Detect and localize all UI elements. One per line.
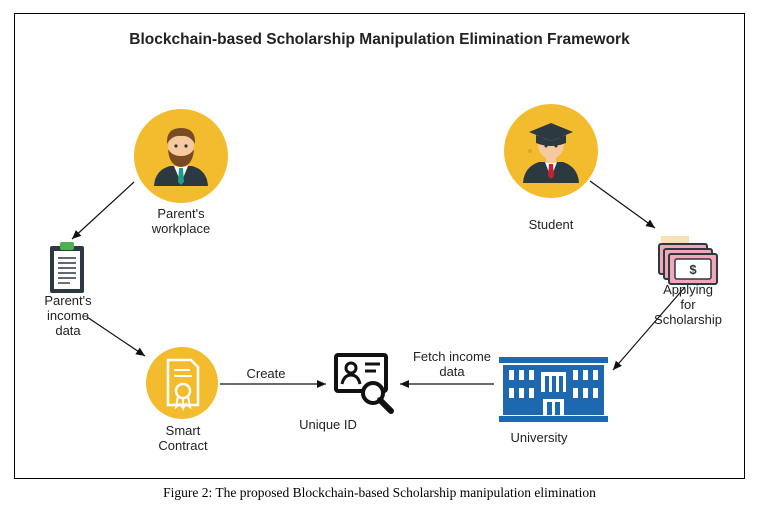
- university-label: University: [510, 430, 568, 445]
- applying-line2: for: [680, 297, 696, 312]
- id-card-search-icon: [334, 353, 394, 414]
- university-building-icon: [499, 357, 608, 422]
- parent-income-label: Parent's income data: [26, 293, 110, 338]
- figure-caption: Figure 2: The proposed Blockchain-based …: [163, 485, 596, 500]
- diagram-title: Blockchain-based Scholarship Manipulatio…: [129, 31, 630, 48]
- applying-label: Applying for Scholarship: [644, 282, 732, 327]
- applying-line1: Applying: [663, 282, 713, 297]
- certificate-icon: [146, 347, 218, 419]
- parent-income-line2: income: [47, 308, 89, 323]
- svg-text:$: $: [689, 262, 697, 277]
- parent-income-line3: data: [55, 323, 81, 338]
- unique-id-label: Unique ID: [299, 417, 357, 432]
- businessman-icon: [134, 109, 228, 203]
- parent-workplace-line2: workplace: [151, 221, 211, 236]
- arrow-workplace-to-income: [71, 181, 135, 240]
- smart-contract-label: Smart Contract: [142, 423, 224, 453]
- fetch-edge-line2: data: [439, 364, 465, 379]
- parent-income-line1: Parent's: [44, 293, 92, 308]
- graduate-student-icon: [504, 104, 598, 198]
- parent-workplace-label: Parent's workplace: [131, 206, 231, 236]
- smart-contract-line2: Contract: [158, 438, 208, 453]
- student-label: Student: [528, 217, 574, 232]
- arrow-student-to-applying: [589, 180, 656, 229]
- money-bills-icon: $: [658, 236, 718, 285]
- clipboard-document-icon: [50, 242, 84, 293]
- create-edge-label: Create: [246, 366, 286, 381]
- fetch-edge-label: Fetch income data: [398, 349, 506, 379]
- smart-contract-line1: Smart: [165, 423, 201, 438]
- arrow-applying-to-university: [612, 286, 686, 371]
- arrow-income-to-contract: [86, 316, 146, 357]
- applying-line3: Scholarship: [654, 312, 722, 327]
- fetch-edge-line1: Fetch income: [412, 349, 492, 364]
- parent-workplace-line1: Parent's: [157, 206, 205, 221]
